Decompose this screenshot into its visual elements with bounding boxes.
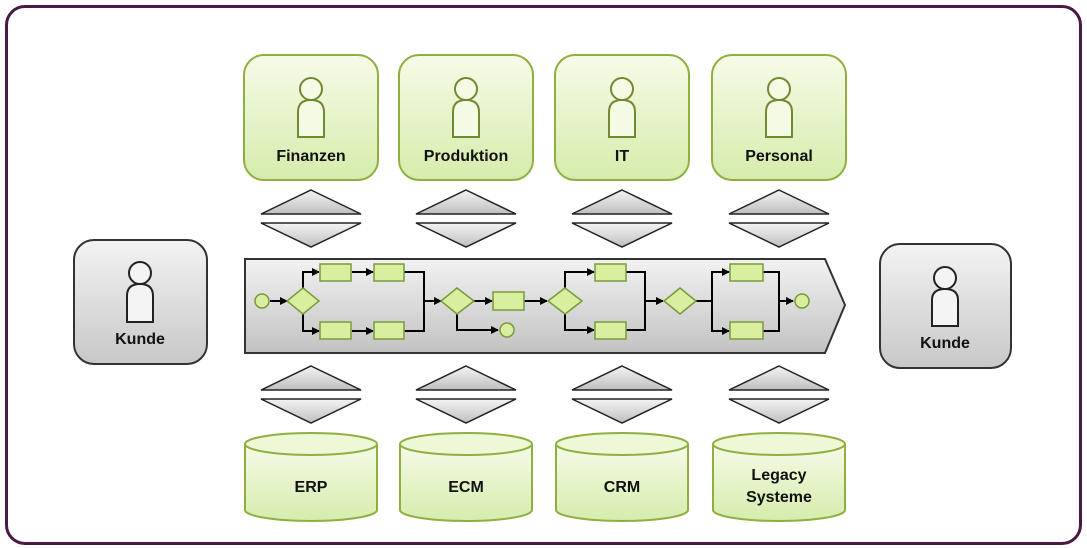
task [492,291,525,311]
gateway [662,287,698,315]
department-box: Produktion [398,54,534,181]
task [319,263,352,282]
department-box: Personal [711,54,847,181]
person-icon [765,77,793,138]
exchange-connector [415,365,517,424]
system-label: ECM [448,479,484,496]
task [594,263,627,282]
task [373,321,405,340]
process-nodes [254,263,810,340]
person-icon [608,77,636,138]
exchange-connector [728,365,830,424]
department-label: IT [615,148,629,165]
system-label: ERP [295,479,328,496]
task [729,263,764,282]
person-icon [452,77,480,138]
customer-right: Kunde [879,243,1012,369]
process-flow [270,268,794,335]
system-database: ECM [399,432,533,522]
person-icon [126,261,154,323]
department-label: Produktion [424,148,508,165]
exchange-connector [571,365,673,424]
customer-left-label: Kunde [115,331,165,348]
system-label: Systeme [746,489,812,506]
department-label: Personal [745,148,813,165]
task [373,263,405,282]
exchange-connector [571,189,673,248]
exchange-connector [260,189,362,248]
department-row: Finanzen Produktion IT Personal [243,54,847,181]
task [729,321,764,340]
end-event [499,322,515,338]
department-box: Finanzen [243,54,379,181]
gateway [439,287,476,315]
system-database: CRM [555,432,689,522]
exchange-connector [415,189,517,248]
customer-right-label: Kunde [920,335,970,352]
connector-row [260,189,830,424]
customer-left: Kunde [73,239,208,365]
person-icon [931,266,959,327]
exchange-connector [260,365,362,424]
gateway [546,287,584,315]
person-icon [297,77,325,138]
department-box: IT [554,54,690,181]
task [594,321,627,340]
exchange-connector [728,189,830,248]
start-event [254,293,270,309]
end-event [794,293,810,309]
gateway [285,287,321,315]
task [319,321,352,340]
system-label: CRM [604,479,640,496]
system-database: ERP [244,432,378,522]
department-label: Finanzen [276,148,345,165]
system-label: Legacy [751,467,806,484]
